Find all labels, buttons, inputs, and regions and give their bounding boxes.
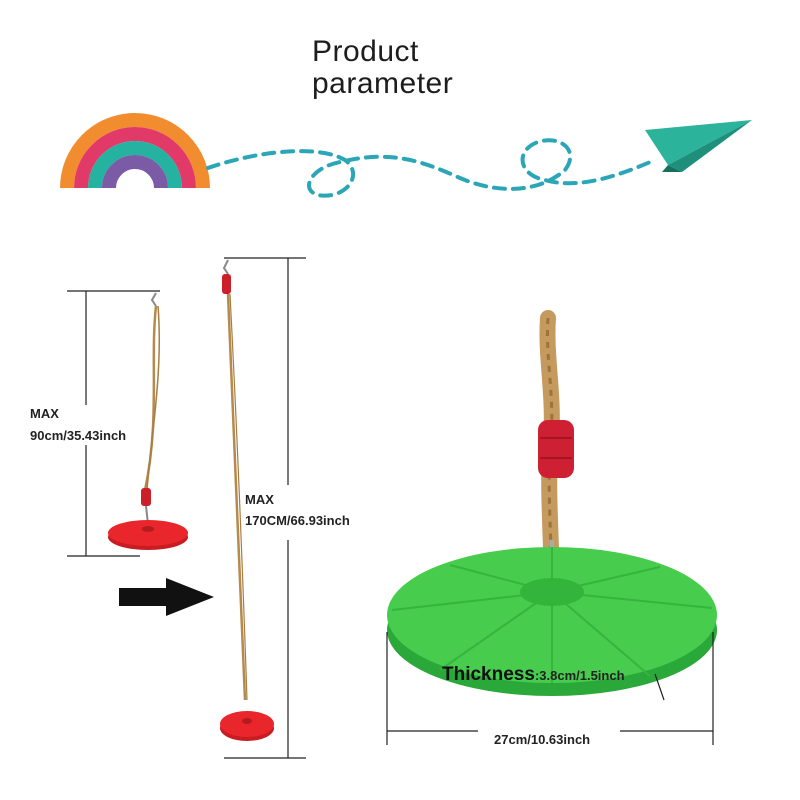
long-swing — [220, 259, 274, 741]
page-title-line1: Product — [312, 35, 419, 68]
page-title: Product parameter — [312, 36, 453, 100]
large-swing-seat — [387, 310, 717, 696]
dashed-flight-path — [206, 138, 657, 198]
short-swing — [108, 292, 188, 550]
long-dimension-lines — [224, 257, 306, 759]
short-dimension-lines — [67, 290, 160, 557]
diameter-value: 27cm/10.63inch — [494, 732, 591, 747]
arrow-right-icon — [119, 578, 214, 616]
rainbow-icon — [60, 113, 210, 212]
thickness-title: Thickness — [442, 664, 535, 685]
paper-plane-icon — [645, 120, 752, 172]
thickness-label: Thickness:3.8cm/1.5inch — [442, 664, 625, 686]
long-length-value: 170CM/66.93inch — [245, 513, 350, 528]
long-max-label: MAX — [245, 492, 274, 507]
short-length-value: 90cm/35.43inch — [30, 428, 127, 443]
thickness-value: :3.8cm/1.5inch — [534, 668, 625, 683]
diameter-dimension-lines — [386, 632, 714, 745]
page-title-line2: parameter — [312, 67, 454, 100]
short-max-label: MAX — [30, 406, 59, 421]
